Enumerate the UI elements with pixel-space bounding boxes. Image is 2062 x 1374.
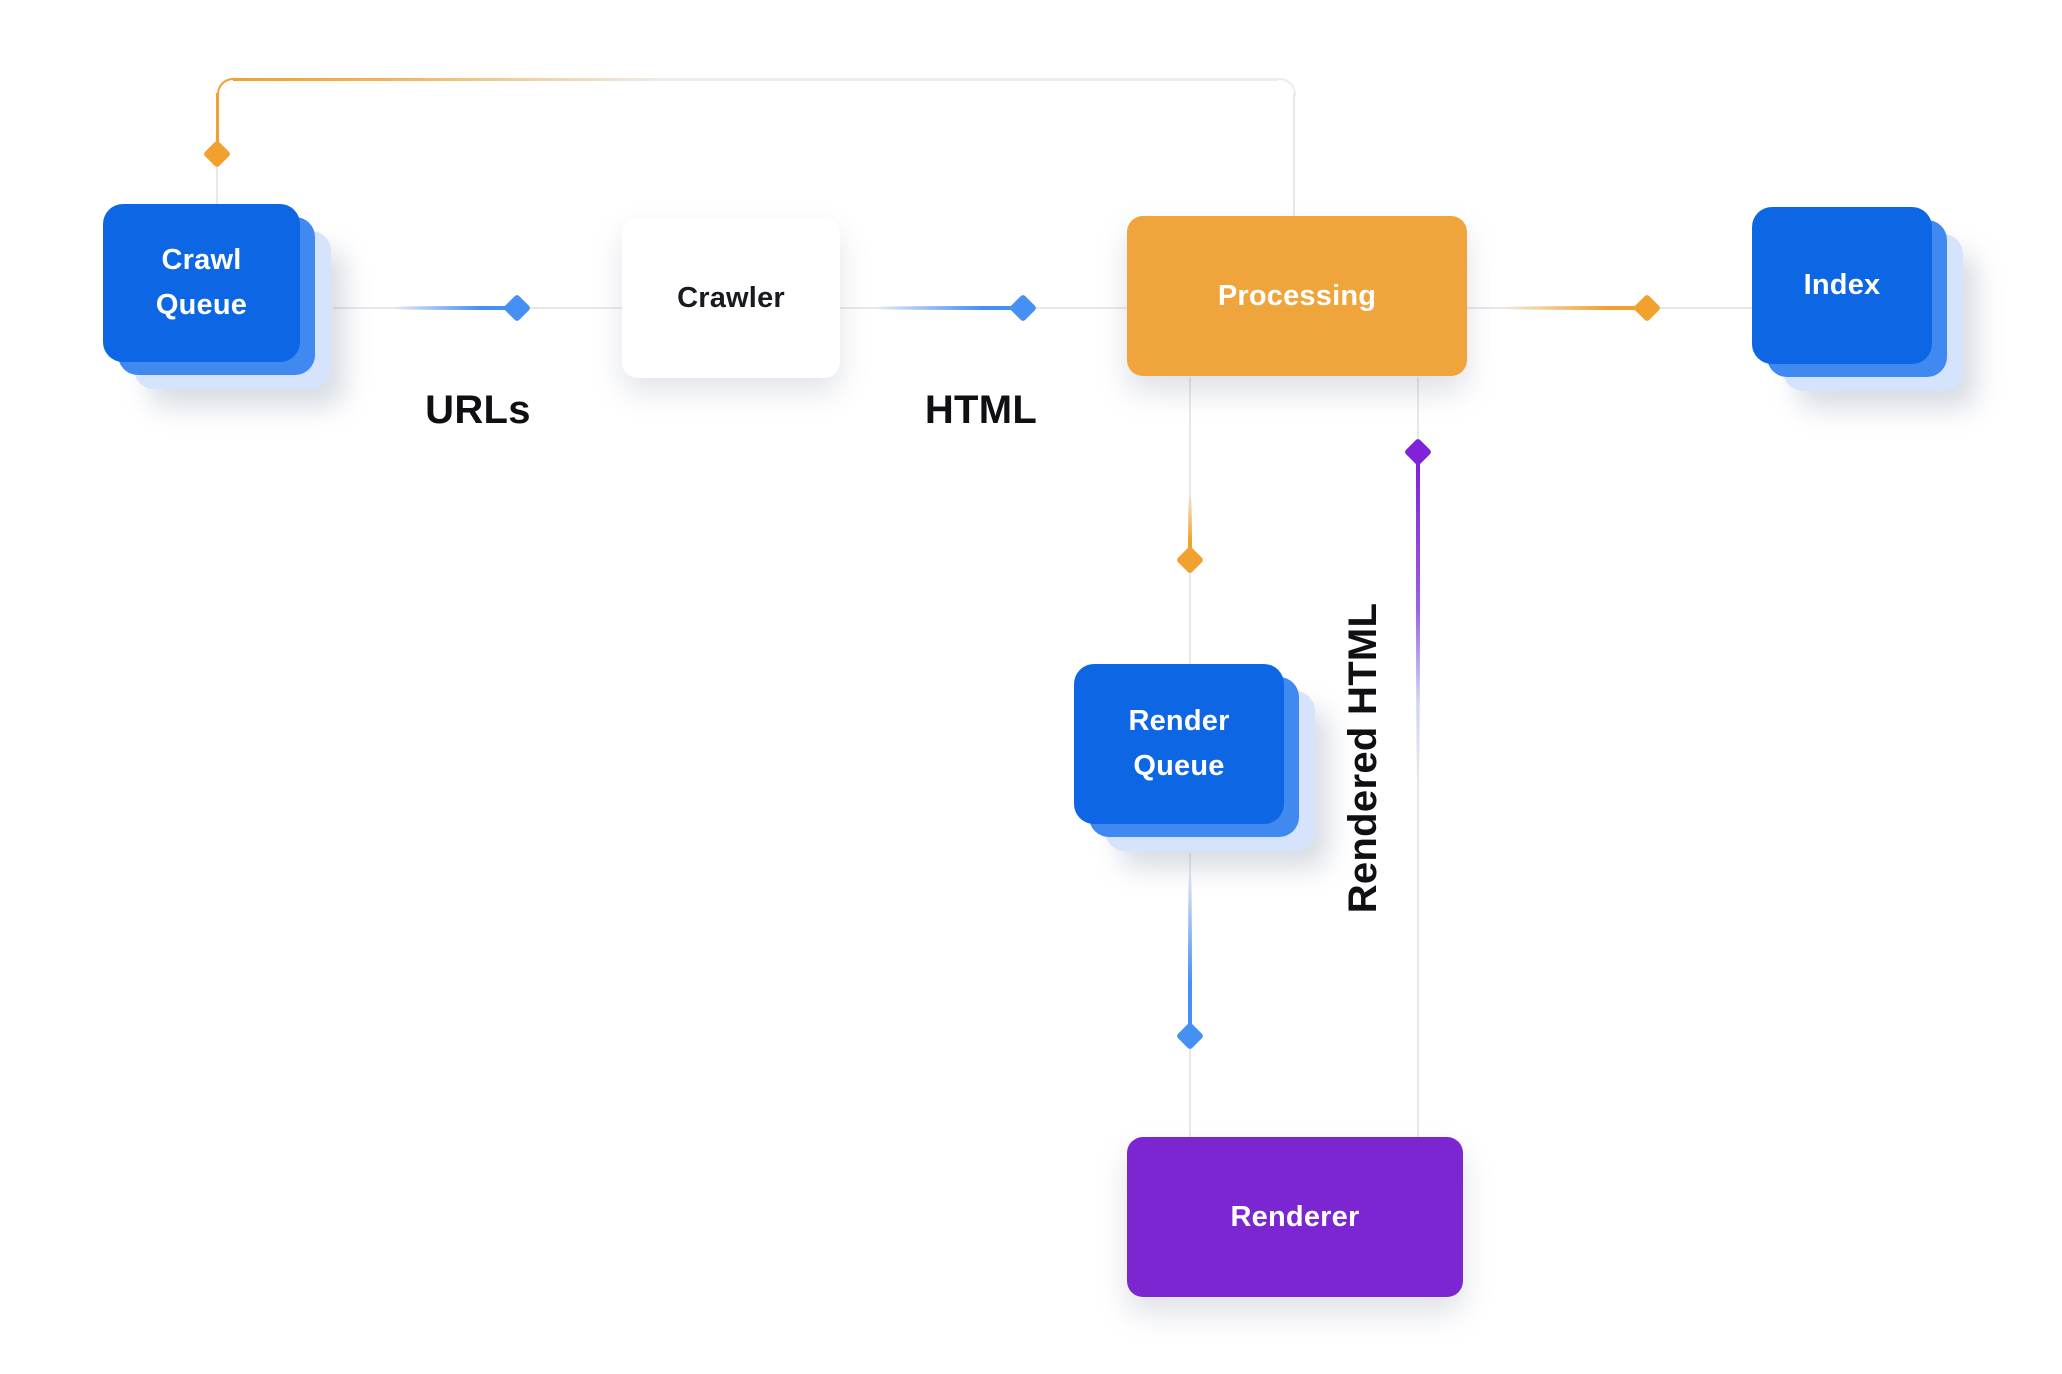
edge-renderer-to-processing-flow [1416,462,1420,782]
arrow-diamond-right-html [1008,293,1038,323]
arrow-diamond-right-index [1632,293,1662,323]
crawl-queue-label: Crawl Queue [155,244,248,321]
edge-loop-left-vertical-tail [216,167,218,204]
render-queue-label: Render Queue [1128,705,1230,782]
index-label: Index [1803,269,1881,302]
edge-label-html: HTML [924,388,1038,432]
node-processing: Processing [1127,216,1467,376]
arrow-diamond-down-render-queue [1175,545,1205,575]
edge-processing-to-crawl-queue-top [233,78,1278,81]
edge-loop-left-vertical [216,93,219,144]
render-queue-face: Render Queue [1074,664,1284,824]
edge-label-urls: URLs [425,388,531,432]
edge-processing-to-render-queue-flow [1188,494,1192,552]
crawl-queue-face: Crawl Queue [103,204,300,362]
edge-label-rendered-html: Rendered HTML [1341,602,1385,914]
node-index: Index [1752,207,1963,391]
arrow-diamond-down-renderer [1175,1021,1205,1051]
arrow-diamond-up-processing [1403,437,1433,467]
index-face: Index [1752,207,1932,364]
arrow-diamond-down-into-crawl-queue [202,139,232,169]
edge-crawler-to-processing-flow [876,306,1016,310]
loop-corner-top-left [217,78,235,96]
node-render-queue: Render Queue [1074,664,1315,851]
edge-loop-right-vertical [1293,93,1295,216]
node-crawl-queue: Crawl Queue [103,204,331,389]
edge-processing-to-index-flow [1503,306,1640,310]
edge-render-queue-to-renderer-flow [1188,872,1192,1028]
edge-crawl-queue-to-crawler-flow [393,306,510,310]
arrow-diamond-right-urls [502,293,532,323]
renderer-label: Renderer [1230,1200,1360,1233]
crawler-label: Crawler [677,281,785,314]
node-crawler: Crawler [622,218,840,378]
node-renderer: Renderer [1127,1137,1463,1297]
processing-label: Processing [1217,279,1377,312]
